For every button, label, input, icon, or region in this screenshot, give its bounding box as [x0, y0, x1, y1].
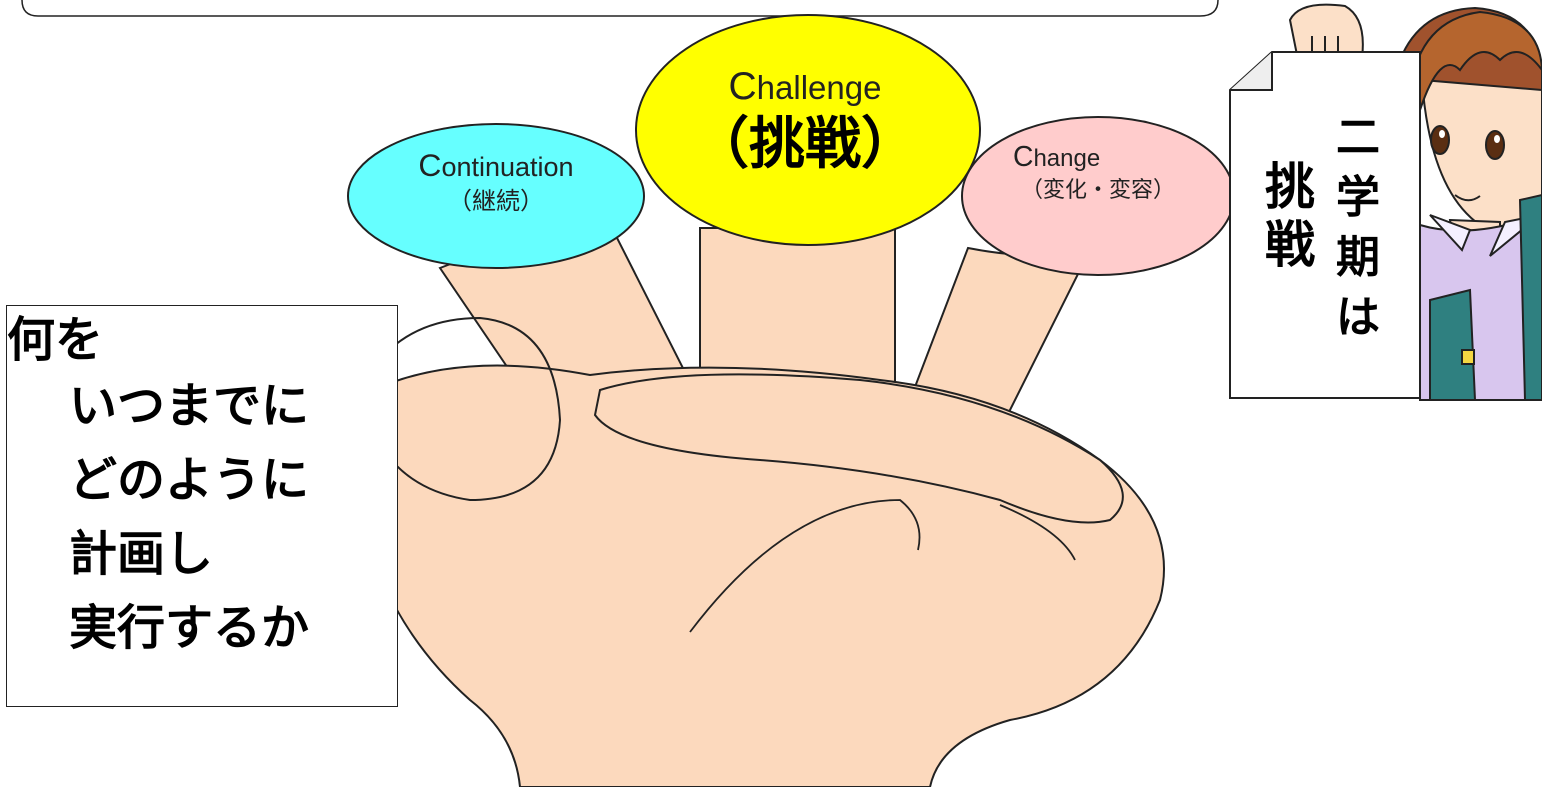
challenge-sub: （挑戦） [693, 112, 917, 177]
sign-char-5: 期 [1336, 232, 1380, 283]
continuation-sub: （継続） [448, 187, 544, 215]
palm-crease-1 [689, 499, 921, 633]
sign-char-3: 二 [1336, 112, 1380, 163]
sign-char-1: 挑 [1265, 158, 1315, 216]
hand [355, 226, 1165, 787]
challenge-bubble [635, 14, 981, 246]
palm-crease-2 [999, 504, 1076, 561]
question-line-1: 何を [7, 312, 104, 368]
challenge-label: Challenge （挑戦） [640, 66, 970, 181]
change-label: Change （変化・変容） [975, 141, 1221, 207]
sign-char-2: 戦 [1265, 216, 1315, 274]
challenge-cap: C [728, 65, 757, 108]
continuation-cap: C [418, 147, 442, 183]
continuation-word: ontinuation [441, 152, 574, 182]
question-line-4: 計画し [69, 526, 214, 582]
change-cap: C [1013, 141, 1034, 173]
top-frame [21, 0, 1219, 17]
continuation-bubble [347, 123, 645, 269]
change-sub: （変化・変容） [1020, 178, 1175, 203]
sign-board [1229, 51, 1421, 399]
continuation-label: Continuation （継続） [356, 148, 636, 218]
ring-finger-curl [593, 373, 1124, 524]
thumb [370, 316, 562, 502]
question-line-5: 実行するか [69, 600, 310, 656]
character-illustration [1288, 3, 1542, 401]
question-line-2: いつまでに [69, 378, 310, 434]
sign-column-term: 二 学 期 は [1330, 108, 1386, 348]
sign-char-4: 学 [1336, 172, 1380, 223]
question-line-3: どのように [69, 452, 310, 508]
question-box: 何を いつまでに どのように 計画し 実行するか [6, 305, 398, 707]
change-word: hange [1033, 145, 1101, 172]
sign-column-challenge: 挑 戦 [1262, 158, 1318, 274]
sign-char-6: は [1336, 292, 1380, 343]
challenge-word: hallenge [756, 69, 882, 106]
